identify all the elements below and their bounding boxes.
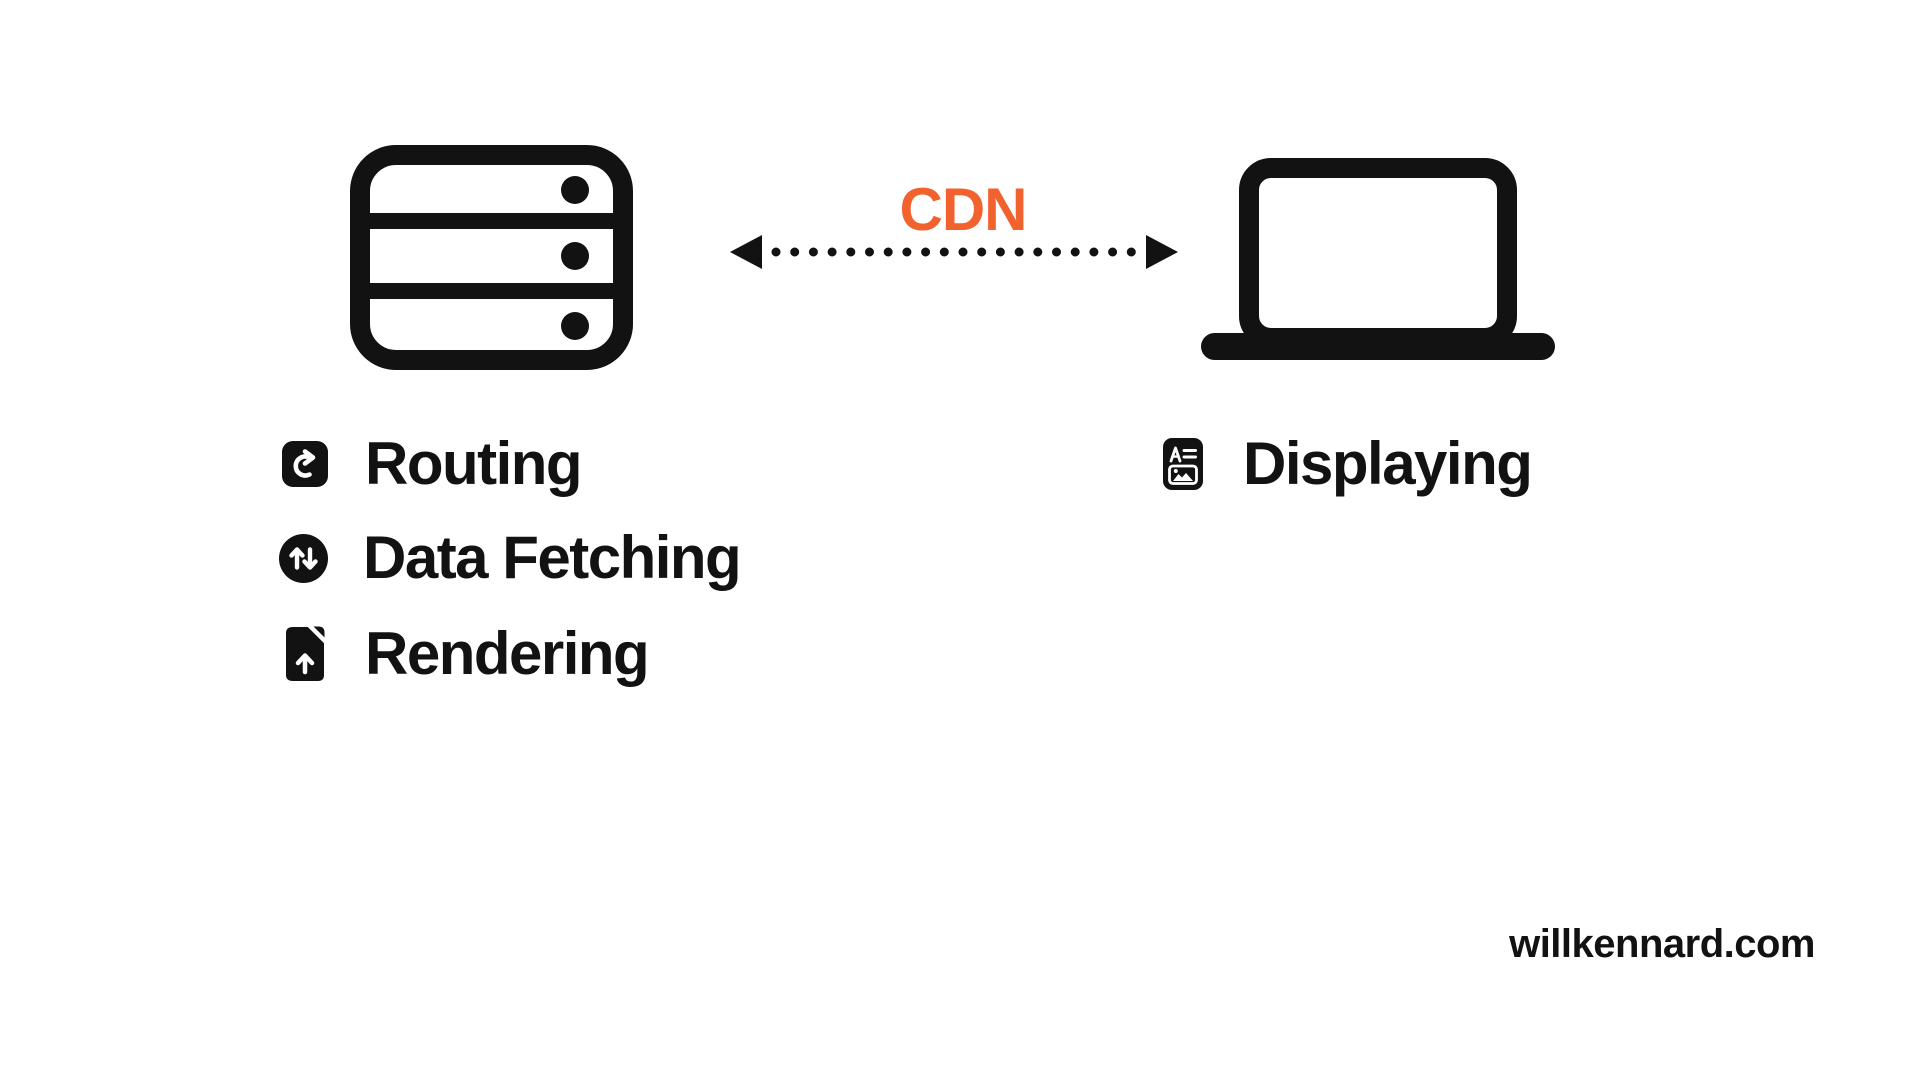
feature-label-displaying: Displaying xyxy=(1243,430,1533,497)
watermark-url: willkennard.com xyxy=(1509,922,1815,966)
laptop-icon xyxy=(1201,158,1555,360)
feature-label-routing: Routing xyxy=(365,430,583,497)
server-rack-icon xyxy=(350,145,633,370)
feature-row-routing: Routing xyxy=(280,430,583,498)
feature-row-rendering: Rendering xyxy=(280,620,650,688)
feature-label-data-fetching: Data Fetching xyxy=(363,524,742,591)
dotted-double-arrow xyxy=(730,235,1178,269)
feature-label-rendering: Rendering xyxy=(365,620,650,687)
file-upload-icon xyxy=(280,625,330,683)
redo-arrow-icon xyxy=(280,441,330,487)
feature-row-displaying: Displaying xyxy=(1158,430,1533,498)
media-text-icon xyxy=(1158,438,1208,490)
up-down-arrows-icon xyxy=(278,533,328,583)
cdn-connection-label: CDN xyxy=(899,176,1028,243)
feature-row-data-fetching: Data Fetching xyxy=(278,524,742,592)
